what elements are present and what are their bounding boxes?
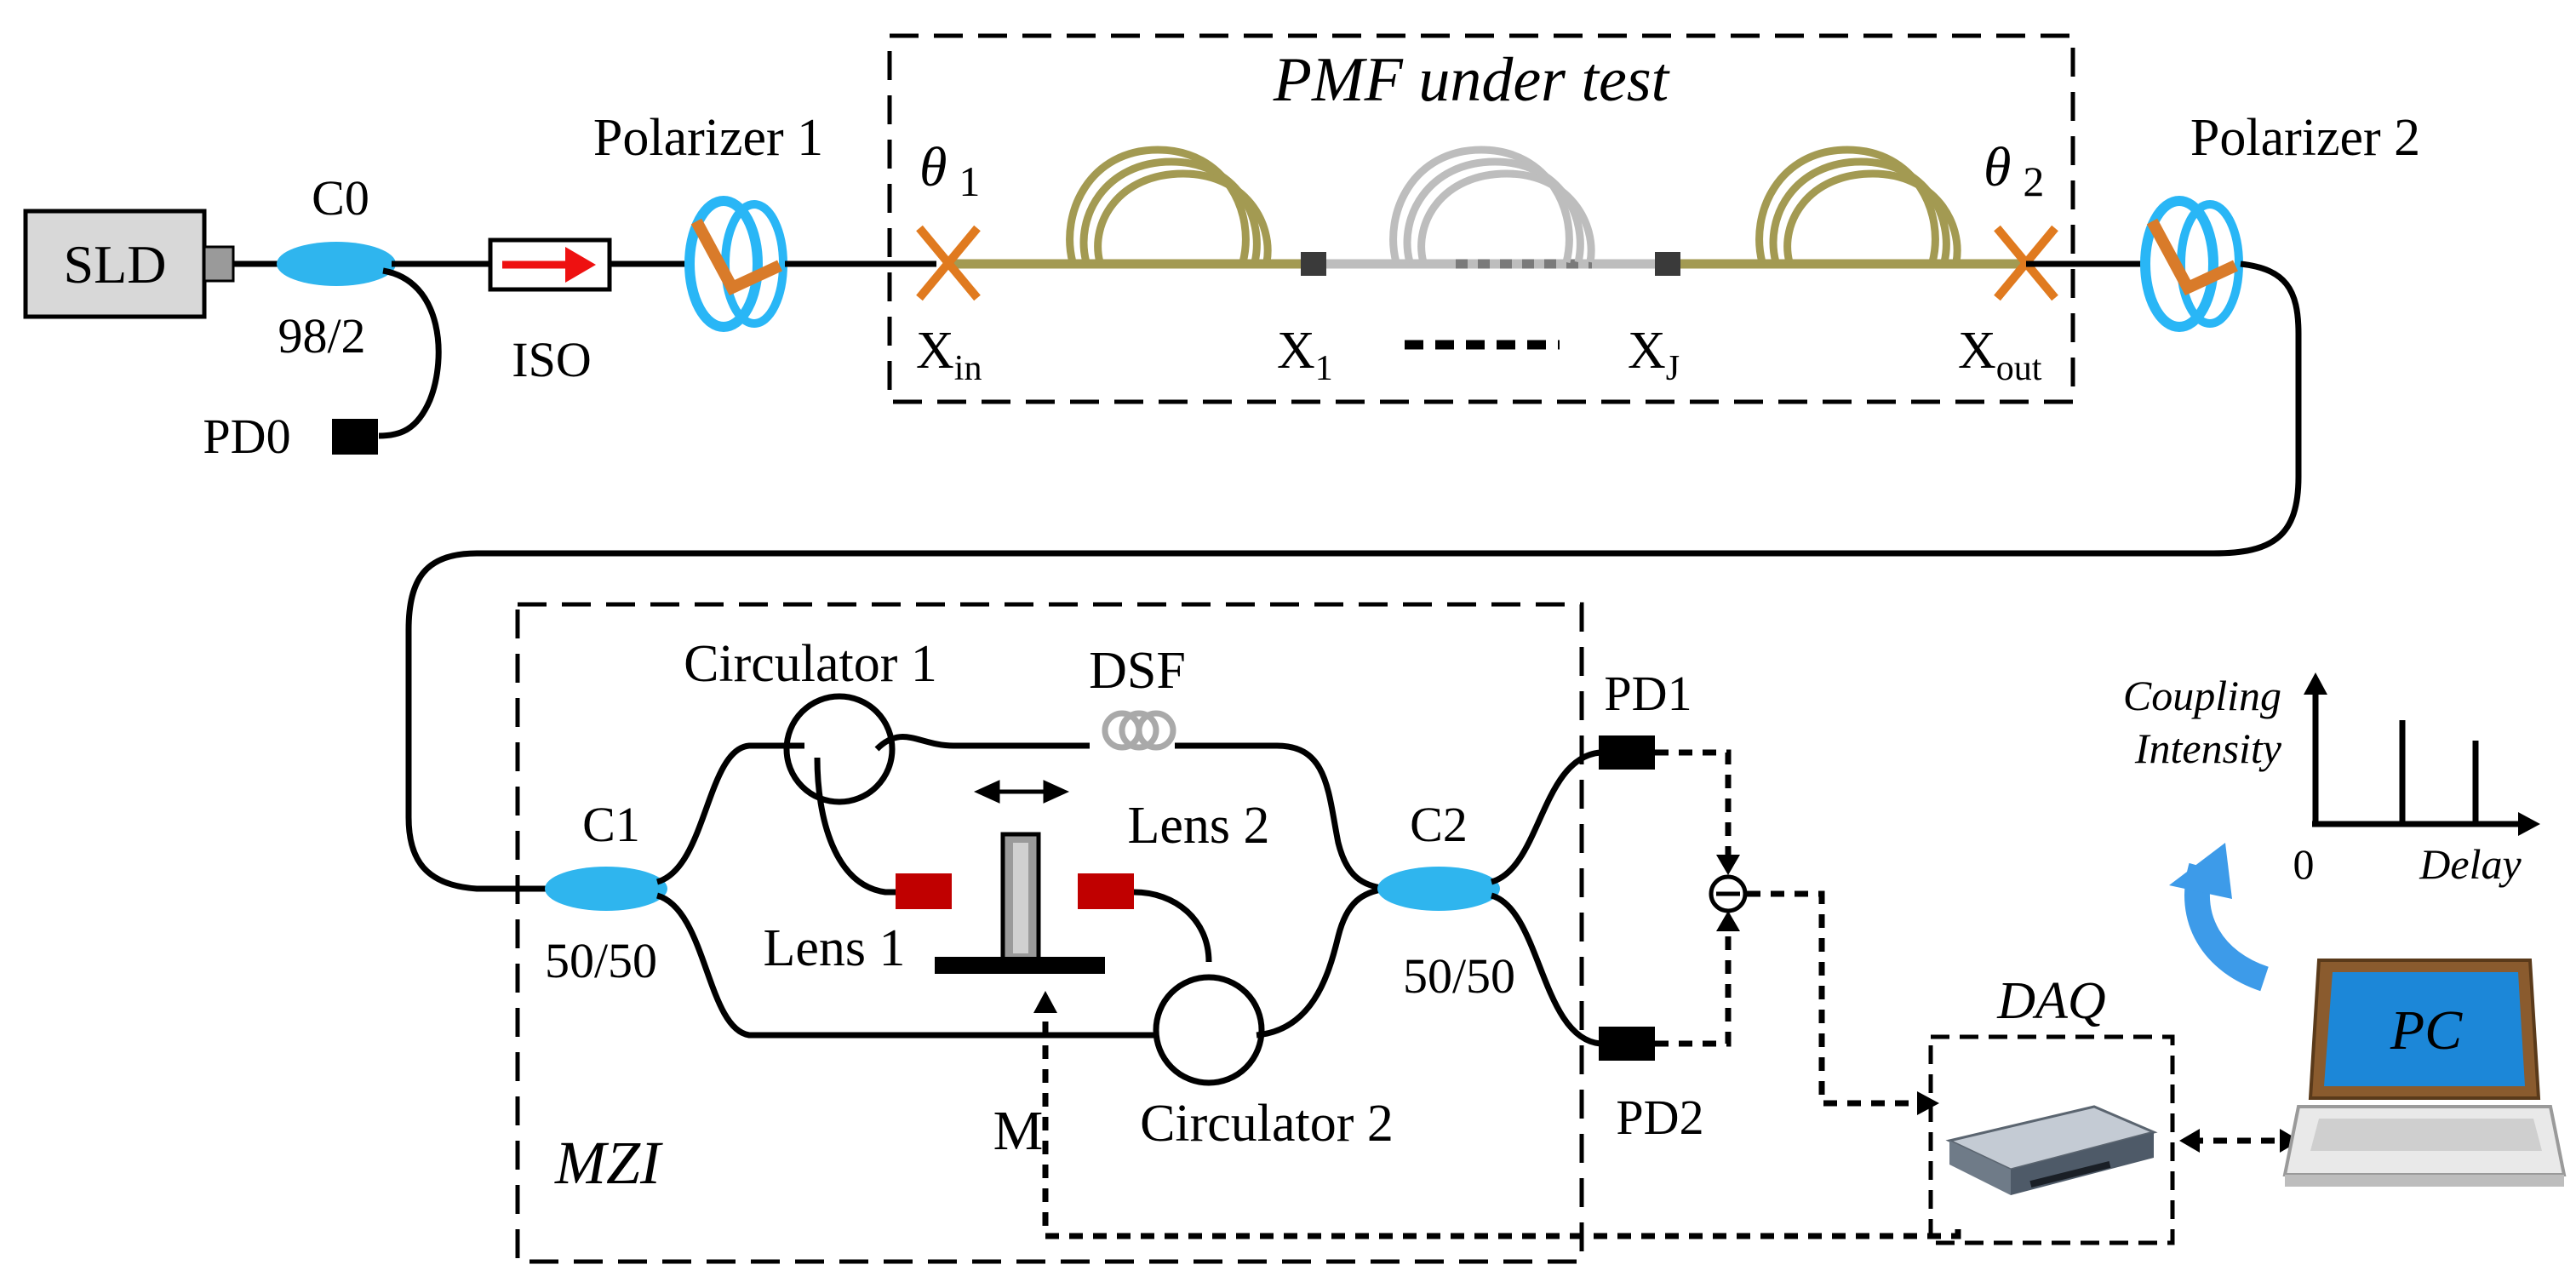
- coupler-c2: [1377, 867, 1500, 911]
- fiber-return-loop: [405, 260, 2302, 892]
- dsf-label: DSF: [1089, 642, 1186, 700]
- pd2-label: PD2: [1616, 1090, 1703, 1145]
- cross-mark-xin-icon: [916, 225, 981, 301]
- polarizer-1-blade-icon: [690, 218, 782, 296]
- iso-label: ISO: [512, 332, 591, 387]
- pc-label: PC: [2390, 999, 2463, 1062]
- lens-1: [896, 873, 952, 909]
- mirror-stage: [935, 832, 1105, 974]
- subtractor-icon: [1709, 874, 1748, 913]
- inset-ylabel-1: Coupling: [2123, 672, 2281, 719]
- daq-box: [1928, 1034, 2175, 1245]
- pd2-detector: [1599, 1027, 1655, 1061]
- splice-x1: [1301, 252, 1326, 276]
- inset-xlabel: Delay: [2419, 840, 2522, 888]
- c0-ratio-label: 98/2: [278, 308, 365, 363]
- polarizer-2: [2140, 196, 2243, 332]
- c2-label: C2: [1410, 797, 1468, 852]
- lens-2-label: Lens 2: [1127, 797, 1269, 855]
- circulator-1-label: Circulator 1: [684, 635, 937, 693]
- circulator-2-label: Circulator 2: [1140, 1095, 1394, 1153]
- sld-label: SLD: [64, 234, 167, 295]
- daq-device-icon: [1945, 1105, 2158, 1195]
- inset-origin: 0: [2293, 840, 2315, 888]
- translation-arrow-icon: [973, 780, 1070, 804]
- pd1-detector: [1599, 735, 1655, 770]
- circulator-2: [1153, 974, 1265, 1086]
- c1-label: C1: [582, 797, 640, 852]
- dsf-coil-icon: [1102, 710, 1176, 751]
- fiber-c2-pd2: [1490, 892, 1601, 1047]
- mirror-label: M: [993, 1100, 1044, 1162]
- c2-ratio-label: 50/50: [1403, 948, 1515, 1004]
- signal-daq-mirror: [1042, 1013, 1961, 1239]
- splice-xj: [1655, 252, 1680, 276]
- coupler-c1: [545, 867, 667, 911]
- x-j-label: XJ: [1628, 322, 1680, 388]
- inset-plot: Coupling Intensity 0 Delay: [2123, 672, 2540, 888]
- polarizer-2-blade-icon: [2146, 218, 2238, 296]
- pmf-coil-gray-icon: [1389, 146, 1595, 264]
- mzi-box: [515, 602, 1584, 1264]
- sld-source: SLD: [23, 209, 235, 319]
- polarizer-1: [684, 196, 787, 332]
- c0-label: C0: [312, 170, 369, 226]
- pd0-label: PD0: [203, 409, 290, 464]
- fiber-circ2-c2: [1256, 885, 1387, 1039]
- x-in-label: Xin: [916, 322, 982, 388]
- circulator-1: [783, 693, 896, 805]
- fiber-circ1-port2: [874, 734, 1090, 752]
- signal-sub-daq: [1747, 890, 1921, 1107]
- fiber-c0-pd0: [378, 267, 442, 439]
- pmf-title: PMF under test: [1273, 45, 1671, 115]
- x-out-label: Xout: [1958, 322, 2042, 388]
- polarizer-1-label: Polarizer 1: [593, 109, 823, 167]
- pc-laptop-icon: [2282, 959, 2567, 1187]
- lens-2: [1078, 873, 1134, 909]
- c1-ratio-label: 50/50: [545, 933, 657, 988]
- fiber-c1-lower: [655, 892, 1158, 1039]
- pd0-detector: [332, 419, 378, 455]
- inset-ylabel-2: Intensity: [2134, 724, 2282, 772]
- signal-pd1-sub: [1655, 749, 1732, 860]
- pmf-under-test-box: [887, 33, 2075, 404]
- mzi-label: MZI: [554, 1129, 663, 1197]
- polarizer-2-label: Polarizer 2: [2190, 109, 2420, 167]
- fiber-circ1-lens1: [814, 757, 896, 896]
- refresh-arrow-icon: [2169, 843, 2270, 992]
- coupler-c0: [277, 242, 396, 286]
- pmf-coil-2-icon: [1755, 146, 1961, 264]
- pd1-label: PD1: [1604, 666, 1692, 721]
- fiber-lens2-circ2: [1133, 889, 1212, 963]
- x-1-label: X1: [1277, 322, 1333, 388]
- pmf-coil-1-icon: [1066, 146, 1272, 264]
- fiber-c1-upper: [655, 742, 804, 885]
- fiber-c2-pd1: [1490, 749, 1601, 885]
- fiber-dsf-c2: [1175, 742, 1387, 892]
- daq-label: DAQ: [1996, 972, 2105, 1030]
- signal-pd2-sub: [1655, 926, 1732, 1047]
- isolator: [488, 238, 612, 292]
- lens-1-label: Lens 1: [763, 919, 905, 977]
